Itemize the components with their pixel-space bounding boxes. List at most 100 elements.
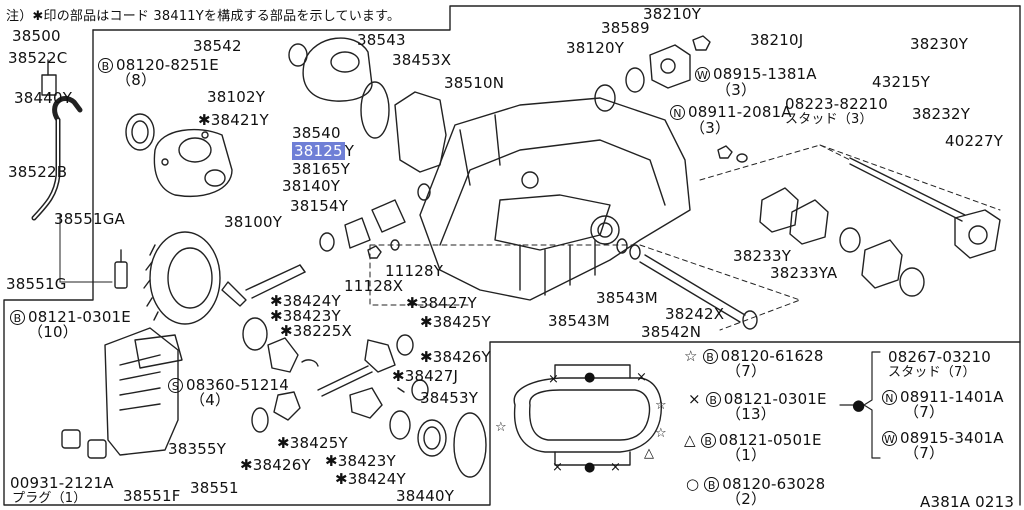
bearing-38440y-left xyxy=(125,113,155,151)
part-38424y-lower[interactable]: ✱38424Y xyxy=(335,470,406,488)
part-08223-82210[interactable]: 08223-82210 xyxy=(785,95,889,113)
diff-housing-38510n xyxy=(419,97,691,301)
part-38421y[interactable]: ✱38421Y xyxy=(198,111,269,129)
washer-symbol-icon: W xyxy=(695,67,710,82)
breather-plug-38551g xyxy=(114,249,128,289)
part-38522c[interactable]: 38522C xyxy=(8,49,68,67)
part-38589[interactable]: 38589 xyxy=(601,19,650,37)
part-38543[interactable]: 38543 xyxy=(357,31,406,49)
sketch-star-icon: ☆ xyxy=(655,426,667,441)
bolt-11128x xyxy=(367,239,400,259)
part-38423y-lower[interactable]: ✱38423Y xyxy=(325,452,396,470)
legend-dot-washer-qty: （7） xyxy=(904,444,945,462)
part-38543m-upper[interactable]: 38543M xyxy=(596,289,658,307)
sketch-star-icon: ☆ xyxy=(655,398,667,413)
part-38165y[interactable]: 38165Y xyxy=(292,160,351,178)
drive-pinion xyxy=(221,264,306,307)
part-38210j[interactable]: 38210J xyxy=(750,31,804,49)
bearing-38440y-right xyxy=(417,419,447,457)
tube-38242x xyxy=(639,254,758,330)
nut-symbol-icon: N xyxy=(670,105,685,120)
bolt-symbol-icon: B xyxy=(700,433,716,448)
screw-symbol-icon: S xyxy=(168,378,183,393)
frame-lines xyxy=(3,5,1021,506)
part-38453x[interactable]: 38453X xyxy=(392,51,452,69)
part-38225x[interactable]: ✱38225X xyxy=(280,322,352,340)
sketch-cross-icon: × xyxy=(548,372,560,387)
part-38230y[interactable]: 38230Y xyxy=(910,35,969,53)
part-38551f[interactable]: 38551F xyxy=(123,487,181,505)
part-38120y[interactable]: 38120Y xyxy=(566,39,625,57)
part-38551[interactable]: 38551 xyxy=(190,479,239,497)
part-38426y-upper[interactable]: ✱38426Y xyxy=(420,348,491,366)
part-38355y[interactable]: 38355Y xyxy=(168,440,227,458)
part-38426y-lower[interactable]: ✱38426Y xyxy=(240,456,311,474)
part-38102y[interactable]: 38102Y xyxy=(207,88,266,106)
hose-inner xyxy=(33,119,59,219)
part-38510n[interactable]: 38510N xyxy=(444,74,505,92)
part-38232y[interactable]: 38232Y xyxy=(912,105,971,123)
part-38427y[interactable]: ✱38427Y xyxy=(406,294,477,312)
part-38210y[interactable]: 38210Y xyxy=(643,5,702,23)
part-38423y-upper[interactable]: ✱38423Y xyxy=(270,307,341,325)
part-38453y[interactable]: 38453Y xyxy=(420,389,479,407)
part-38500[interactable]: 38500 xyxy=(12,27,61,45)
gasket-38453x xyxy=(394,91,447,173)
part-38551ga[interactable]: 38551GA xyxy=(54,210,126,228)
part-38140y[interactable]: 38140Y xyxy=(282,177,341,195)
part-43215y[interactable]: 43215Y xyxy=(872,73,931,91)
part-38440y-left[interactable]: 38440Y xyxy=(14,89,73,107)
star-symbol-icon: ☆ xyxy=(684,347,698,365)
part-38425y-lower[interactable]: ✱38425Y xyxy=(277,434,348,452)
part-00931-2121a[interactable]: 00931-2121A xyxy=(10,474,114,492)
rear-cover xyxy=(104,327,183,456)
part-38233ya[interactable]: 38233YA xyxy=(770,264,838,282)
part-40227y[interactable]: 40227Y xyxy=(945,132,1004,150)
part-38100y[interactable]: 38100Y xyxy=(224,213,283,231)
part-38427j[interactable]: ✱38427J xyxy=(392,367,459,385)
diff-case xyxy=(153,128,233,197)
legend-star-qty: （7） xyxy=(726,362,767,380)
side-shaft-40227y xyxy=(849,157,1001,259)
part-11128y[interactable]: 11128Y xyxy=(385,262,444,280)
seal-38230y xyxy=(899,267,925,297)
bracket-38522c xyxy=(41,59,57,96)
part-38543m-lower[interactable]: 38543M xyxy=(548,312,610,330)
flange-38232y xyxy=(861,239,903,289)
sketch-star-icon: ☆ xyxy=(495,420,507,435)
legend-triangle-qty: （1） xyxy=(726,446,767,464)
part-38542[interactable]: 38542 xyxy=(193,37,242,55)
bolt-symbol-icon: B xyxy=(702,349,718,364)
part-38424y-upper[interactable]: ✱38424Y xyxy=(270,292,341,310)
part-38440y-right[interactable]: 38440Y xyxy=(396,487,455,505)
part-38542n[interactable]: 38542N xyxy=(641,323,702,341)
part-38233y[interactable]: 38233Y xyxy=(733,247,792,265)
legend-dot-stud[interactable]: 08267-03210 xyxy=(888,348,992,366)
part-38242x[interactable]: 38242X xyxy=(665,305,725,323)
part-08911-2081a-qty: （3） xyxy=(690,119,731,137)
seal-43215y xyxy=(839,227,861,253)
plugs xyxy=(61,429,107,459)
part-38540[interactable]: 38540 xyxy=(292,124,341,142)
part-38551g[interactable]: 38551G xyxy=(6,275,67,293)
part-38425y-upper[interactable]: ✱38425Y xyxy=(420,313,491,331)
legend-circle-qty: （2） xyxy=(726,490,767,508)
dashed-box-left xyxy=(369,244,801,331)
bearings-38120y-38589 xyxy=(594,35,711,112)
part-11128x[interactable]: 11128X xyxy=(344,277,404,295)
part-38522b[interactable]: 38522B xyxy=(8,163,68,181)
part-38154y[interactable]: 38154Y xyxy=(290,197,349,215)
